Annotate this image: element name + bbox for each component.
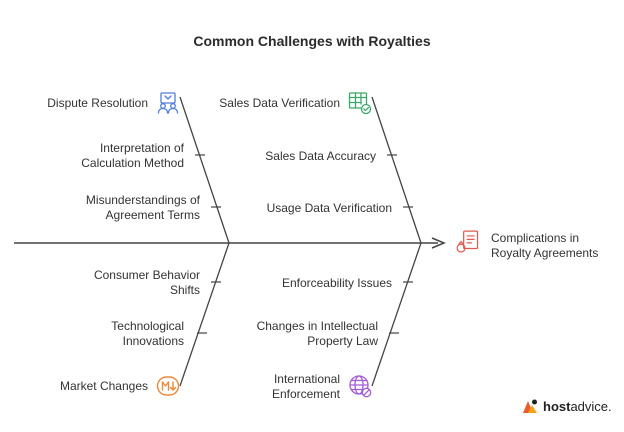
bone-lower-left	[179, 242, 230, 387]
label-sales-data-verification: Sales Data Verification	[219, 96, 340, 110]
label-sales-data-accuracy: Sales Data Accuracy	[265, 149, 376, 163]
hostadvice-logo: hostadvice.	[520, 396, 616, 416]
bone-lower-right	[371, 242, 422, 387]
globe-blocked-icon	[349, 375, 372, 398]
bone-upper-left	[179, 96, 230, 244]
label-market-changes: Market Changes	[59, 379, 148, 393]
spine-arrowhead	[431, 237, 446, 249]
market-down-icon	[156, 376, 180, 396]
spreadsheet-check-icon	[348, 92, 372, 115]
label-enforceability-issues: Enforceability Issues	[281, 276, 392, 290]
brand-host: host	[543, 398, 571, 414]
brand-advice: advice.	[570, 398, 612, 414]
hostadvice-logo-icon	[523, 399, 537, 413]
label-usage-data-verification: Usage Data Verification	[266, 201, 392, 215]
label-dispute-resolution: Dispute Resolution	[47, 96, 148, 110]
diagram-title: Common Challenges with Royalties	[193, 33, 431, 49]
bone-upper-right	[371, 96, 422, 244]
contract-icon	[456, 230, 479, 253]
people-dispute-icon	[157, 92, 179, 114]
